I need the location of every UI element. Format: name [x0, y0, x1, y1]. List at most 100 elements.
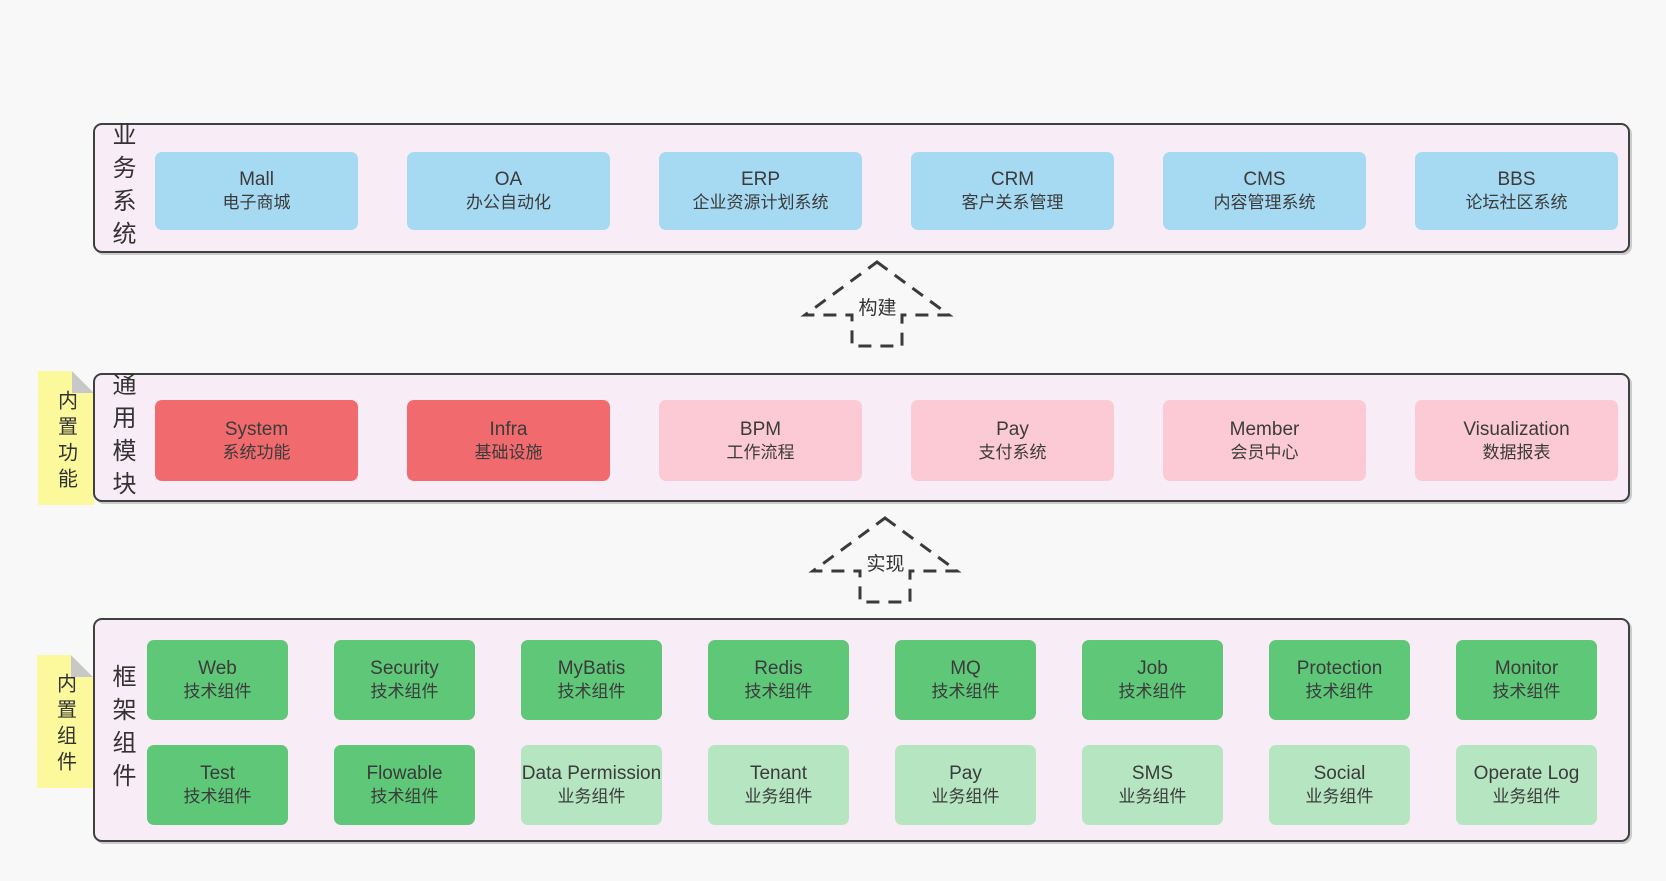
box-flowable: Flowable 技术组件: [334, 745, 475, 825]
box-title: Flowable: [366, 763, 443, 784]
box-monitor: Monitor 技术组件: [1456, 640, 1597, 720]
box-subtitle: 技术组件: [370, 682, 439, 701]
box-title: ERP: [740, 169, 781, 190]
box-erp: ERP 企业资源计划系统: [659, 152, 862, 230]
panel-common-modules: 通用模块 System 系统功能 Infra 基础设施 BPM 工作流程 Pay…: [93, 371, 1630, 504]
sticky-note-label: 内置组件: [53, 673, 76, 778]
box-title: Member: [1229, 418, 1300, 440]
box-bbs: BBS 论坛社区系统: [1415, 152, 1618, 230]
box-subtitle: 内容管理系统: [1213, 193, 1316, 212]
box-crm: CRM 客户关系管理: [911, 152, 1114, 230]
box-social: Social 业务组件: [1269, 745, 1410, 825]
arrow-implement: 实现: [803, 512, 968, 607]
box-title: Redis: [754, 658, 803, 679]
box-subtitle: 技术组件: [931, 682, 1000, 701]
box-title: System: [224, 418, 289, 440]
box-title: Web: [198, 658, 237, 679]
sticky-note-builtin-functions: 内置功能: [38, 371, 94, 505]
panel-label-common-modules: 通用模块: [108, 371, 135, 504]
box-cms: CMS 内容管理系统: [1163, 152, 1366, 230]
box-visualization: Visualization 数据报表: [1415, 400, 1618, 481]
box-mybatis: MyBatis 技术组件: [521, 640, 662, 720]
box-title: Visualization: [1463, 418, 1570, 440]
box-system: System 系统功能: [155, 400, 358, 481]
sticky-note-label: 内置功能: [54, 390, 77, 495]
box-title: Social: [1313, 763, 1366, 784]
box-subtitle: 业务组件: [1118, 787, 1187, 806]
box-redis: Redis 技术组件: [708, 640, 849, 720]
box-web: Web 技术组件: [147, 640, 288, 720]
box-title: SMS: [1131, 763, 1174, 784]
arrow-build: 构建: [795, 256, 960, 351]
box-title: Infra: [489, 418, 528, 440]
box-subtitle: 业务组件: [557, 787, 626, 806]
box-infra: Infra 基础设施: [407, 400, 610, 481]
box-title: Data Permission: [521, 763, 662, 784]
box-title: Job: [1137, 658, 1168, 679]
box-test: Test 技术组件: [147, 745, 288, 825]
box-subtitle: 系统功能: [222, 442, 291, 462]
box-subtitle: 技术组件: [183, 787, 252, 806]
box-subtitle: 技术组件: [183, 682, 252, 701]
box-subtitle: 办公自动化: [466, 193, 551, 212]
panel-business-systems: 业务系统 Mall 电子商城 OA 办公自动化 ERP 企业资源计划系统 CRM…: [93, 122, 1630, 254]
box-title: BPM: [739, 418, 782, 440]
box-subtitle: 会员中心: [1230, 442, 1299, 462]
box-subtitle: 论坛社区系统: [1465, 193, 1568, 212]
box-subtitle: 基础设施: [474, 442, 543, 462]
box-pay-component: Pay 业务组件: [895, 745, 1036, 825]
box-sms: SMS 业务组件: [1082, 745, 1223, 825]
box-subtitle: 技术组件: [744, 682, 813, 701]
box-subtitle: 企业资源计划系统: [692, 193, 829, 212]
box-oa: OA 办公自动化: [407, 152, 610, 230]
panel-framework-components: 框架组件 Web 技术组件 Security 技术组件 MyBatis 技术组件…: [93, 618, 1630, 842]
box-title: Pay: [996, 418, 1029, 440]
box-subtitle: 客户关系管理: [961, 193, 1064, 212]
box-title: Security: [370, 658, 439, 679]
box-title: Operate Log: [1473, 763, 1580, 784]
box-subtitle: 技术组件: [557, 682, 626, 701]
box-mall: Mall 电子商城: [155, 152, 358, 230]
box-title: Protection: [1296, 658, 1383, 679]
box-title: Tenant: [749, 763, 808, 784]
box-title: Mall: [239, 169, 274, 190]
box-subtitle: 数据报表: [1482, 442, 1551, 462]
box-title: MQ: [950, 658, 981, 679]
box-subtitle: 技术组件: [370, 787, 439, 806]
box-title: Monitor: [1494, 658, 1559, 679]
box-subtitle: 业务组件: [1305, 787, 1374, 806]
box-job: Job 技术组件: [1082, 640, 1223, 720]
box-title: Pay: [949, 763, 982, 784]
box-subtitle: 电子商城: [222, 193, 291, 212]
box-subtitle: 业务组件: [1492, 787, 1561, 806]
up-arrow-dashed-icon: [808, 516, 962, 604]
box-tenant: Tenant 业务组件: [708, 745, 849, 825]
box-operate-log: Operate Log 业务组件: [1456, 745, 1597, 825]
box-protection: Protection 技术组件: [1269, 640, 1410, 720]
panel-label-business-systems: 业务系统: [108, 122, 135, 254]
box-pay-system: Pay 支付系统: [911, 400, 1114, 481]
box-subtitle: 技术组件: [1492, 682, 1561, 701]
box-subtitle: 支付系统: [978, 442, 1047, 462]
box-member: Member 会员中心: [1163, 400, 1366, 481]
arrow-build-label: 构建: [855, 293, 900, 320]
box-title: CRM: [990, 169, 1035, 190]
box-subtitle: 技术组件: [1305, 682, 1374, 701]
box-subtitle: 业务组件: [744, 787, 813, 806]
box-subtitle: 技术组件: [1118, 682, 1187, 701]
box-title: BBS: [1497, 169, 1536, 190]
box-title: Test: [200, 763, 235, 784]
box-title: MyBatis: [557, 658, 626, 679]
box-subtitle: 工作流程: [726, 442, 795, 462]
box-title: OA: [494, 169, 523, 190]
arrow-implement-label: 实现: [863, 549, 908, 576]
up-arrow-dashed-icon: [800, 260, 954, 348]
box-security: Security 技术组件: [334, 640, 475, 720]
panel-label-framework-components: 框架组件: [108, 664, 135, 796]
box-bpm: BPM 工作流程: [659, 400, 862, 481]
box-data-permission: Data Permission 业务组件: [521, 745, 662, 825]
box-mq: MQ 技术组件: [895, 640, 1036, 720]
box-subtitle: 业务组件: [931, 787, 1000, 806]
box-title: CMS: [1243, 169, 1286, 190]
